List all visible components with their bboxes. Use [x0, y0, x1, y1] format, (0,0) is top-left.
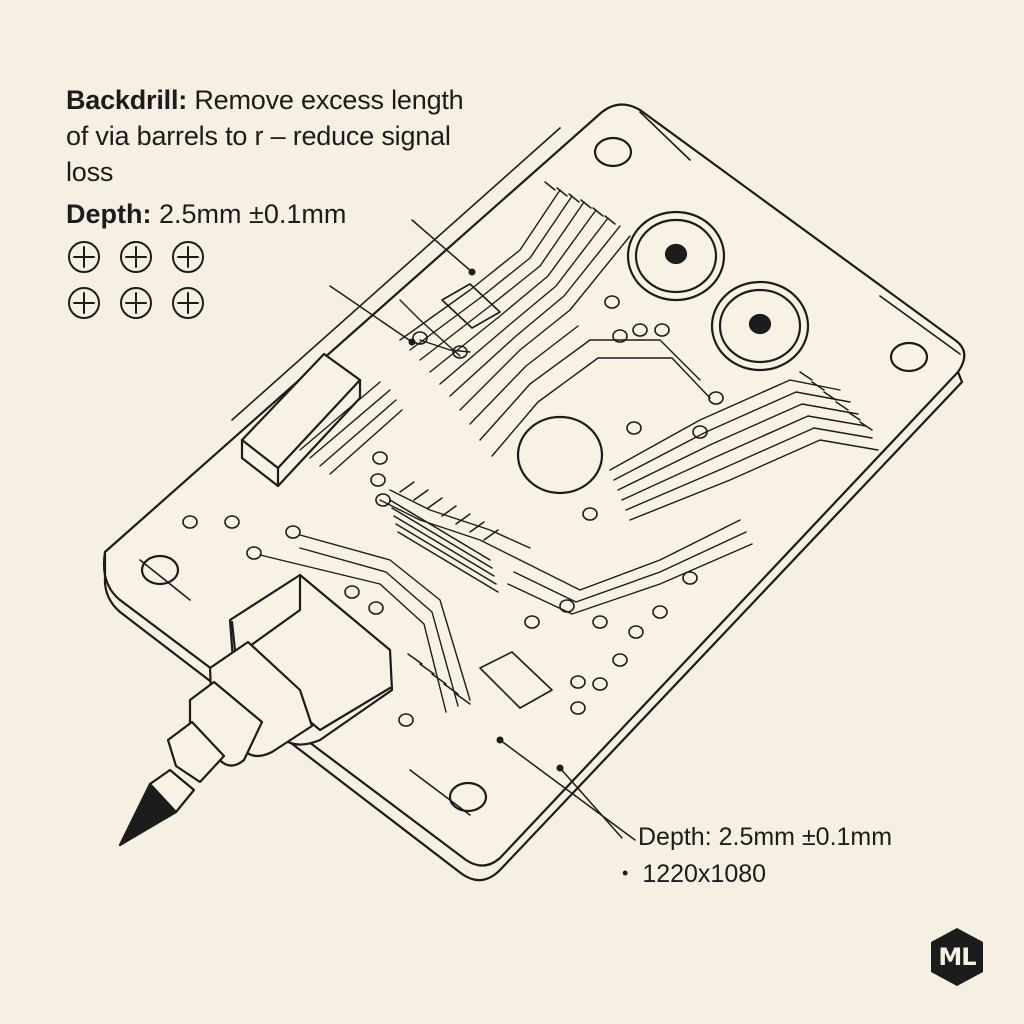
small-vias — [182, 295, 724, 727]
crosshair-icon — [172, 287, 204, 319]
backdrill-label: Backdrill: — [66, 85, 188, 115]
round-connector-pin — [748, 313, 772, 335]
crosshair-symbols — [68, 241, 204, 319]
depth-note: Depth: 2.5mm ±0.1mm — [66, 198, 346, 230]
mounting-hole — [593, 136, 633, 168]
leader-line — [329, 285, 413, 343]
bullet: • — [622, 863, 629, 883]
depth-callout: Depth: 2.5mm ±0.1mm — [638, 823, 893, 851]
crosshair-icon — [68, 287, 100, 319]
crosshair-icon — [172, 241, 204, 273]
crosshair-icon — [68, 241, 100, 273]
mounting-holes — [140, 136, 929, 813]
ml-logo: ML — [926, 926, 988, 988]
round-connectors — [626, 210, 810, 372]
edge-connector — [240, 352, 403, 488]
resolution-value: 1220x1080 — [642, 860, 767, 888]
mounting-hole — [889, 341, 929, 373]
drill-tool — [118, 573, 394, 847]
depth-value: 2.5mm ±0.1mm — [159, 199, 347, 229]
backdrill-description: Remove excess length of via barrels to r… — [66, 85, 464, 187]
signal-traces — [259, 189, 879, 713]
center-pad — [516, 415, 604, 495]
logo-hexagon-icon — [931, 928, 983, 986]
leader-lines — [329, 219, 636, 841]
logo-text: ML — [938, 943, 976, 971]
crosshair-icon — [120, 287, 152, 319]
backdrill-note: Backdrill: Remove excess length of via b… — [66, 82, 466, 190]
smd-components — [441, 283, 553, 709]
leader-line — [411, 219, 473, 273]
mounting-hole — [448, 781, 488, 813]
crosshair-icon — [120, 241, 152, 273]
leader-line — [499, 739, 636, 841]
leader-line — [559, 767, 623, 839]
depth-label: Depth: — [66, 199, 152, 229]
via-array — [389, 181, 873, 705]
round-connector-pin — [664, 243, 688, 265]
mounting-hole — [140, 554, 180, 586]
resolution-callout: • 1220x1080 — [622, 858, 766, 889]
